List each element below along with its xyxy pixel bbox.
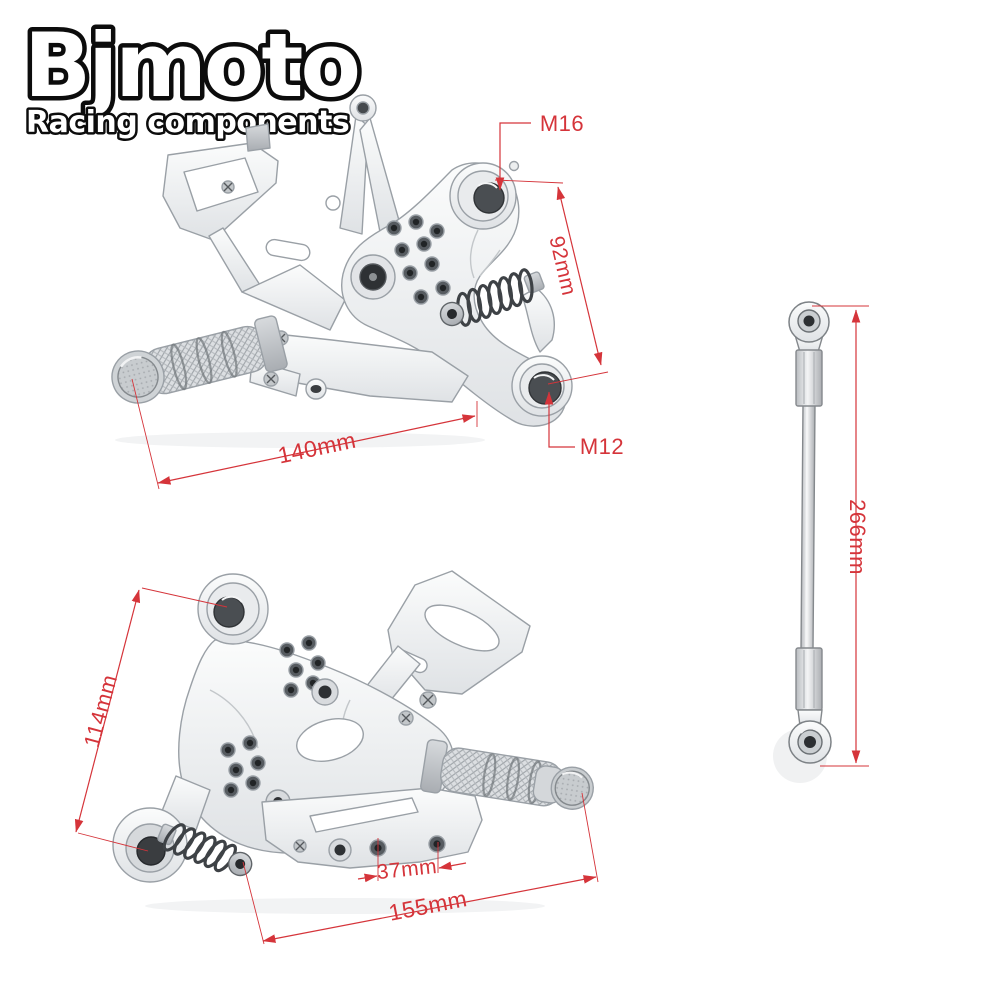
dim-140mm bbox=[131, 378, 478, 490]
dim-label-266mm: 266mm bbox=[845, 499, 870, 575]
hole-cluster-top-assembly bbox=[386, 214, 451, 305]
m16-mount-boss bbox=[449, 162, 517, 230]
dim-266mm bbox=[812, 305, 869, 767]
footpeg-bottom-assembly bbox=[420, 739, 594, 810]
dim-label-m12: M12 bbox=[579, 434, 625, 459]
logo-brand-text: Bjmoto bbox=[24, 14, 358, 117]
dim-label-m16: M16 bbox=[539, 111, 585, 136]
dim-m12 bbox=[544, 391, 575, 448]
m12-mount-boss bbox=[511, 355, 573, 417]
shift-spring-top bbox=[439, 268, 545, 327]
dim-92mm bbox=[494, 179, 609, 385]
footpeg-top-assembly bbox=[111, 315, 288, 404]
top-rearset-assembly bbox=[111, 94, 573, 427]
dim-m16 bbox=[495, 122, 531, 191]
rod-end-bottom bbox=[788, 647, 832, 764]
dim-155mm bbox=[242, 792, 599, 945]
linkage-rod bbox=[788, 301, 832, 764]
mount-boss-bottom-assembly bbox=[197, 573, 269, 645]
logo-tagline-text: Racing components bbox=[26, 105, 349, 140]
bottom-rearset-assembly bbox=[112, 570, 594, 883]
dim-114mm bbox=[74, 587, 228, 852]
hole-cluster-bottom-assembly bbox=[220, 635, 326, 798]
rod-end-top bbox=[788, 301, 830, 407]
logo: Bjmoto Racing components bbox=[20, 10, 366, 143]
dimension-annotations bbox=[74, 122, 869, 945]
shift-spring-bottom bbox=[157, 823, 253, 877]
